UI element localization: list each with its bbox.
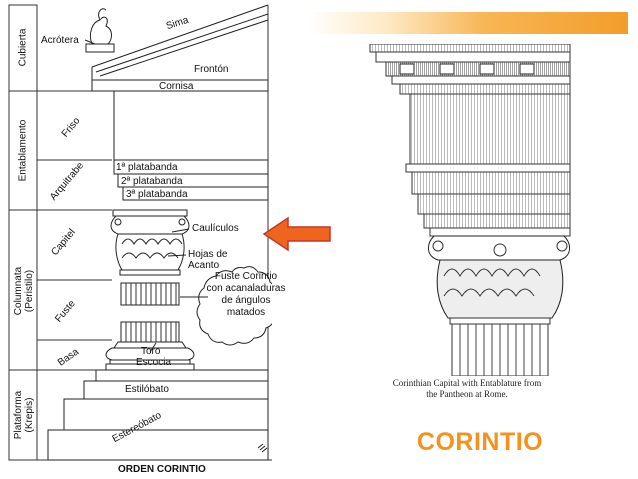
diagram-title: ORDEN CORINTIO [118, 464, 206, 475]
caption-line-2: the Pantheon at Rome. [362, 389, 572, 400]
label-estilobato: Estilóbato [125, 384, 169, 395]
section-label-columnata: Columnata (Peristilo) [13, 241, 35, 341]
label-escocia: Escocia [136, 357, 171, 368]
label-hojas-acanto: Hojas de Acanto [188, 249, 227, 271]
label-acrotera: Acrótera [41, 35, 79, 46]
label-fronton: Frontón [194, 64, 228, 75]
label-platabanda-3: 3ª platabanda [126, 189, 188, 200]
corintio-heading: CORINTIO [396, 428, 564, 457]
header-banner [308, 12, 628, 34]
orden-corintio-diagram: Cubierta Entablamento Columnata (Peristi… [0, 0, 272, 479]
label-cornisa: Cornisa [159, 81, 193, 92]
label-caulicolos: Caulículos [192, 223, 239, 234]
pantheon-engraving [360, 44, 572, 376]
label-toro: Toro [141, 346, 160, 357]
section-label-entablamento: Entablamento [18, 101, 29, 201]
caption-line-1: Corinthian Capital with Entablature from [362, 378, 572, 389]
label-platabanda-2: 2ª platabanda [121, 176, 183, 187]
section-label-plataforma: Plataforma (Krepis) [13, 365, 35, 465]
diagram-lines [0, 0, 272, 479]
label-platabanda-1: 1ª platabanda [116, 162, 178, 173]
label-fuste-note: Fuste Corintio con acanaladuras de ángul… [206, 271, 286, 319]
engraving-caption: Corinthian Capital with Entablature from… [362, 378, 572, 400]
pointer-arrow [262, 216, 334, 252]
section-label-cubierta: Cubierta [18, 8, 29, 88]
